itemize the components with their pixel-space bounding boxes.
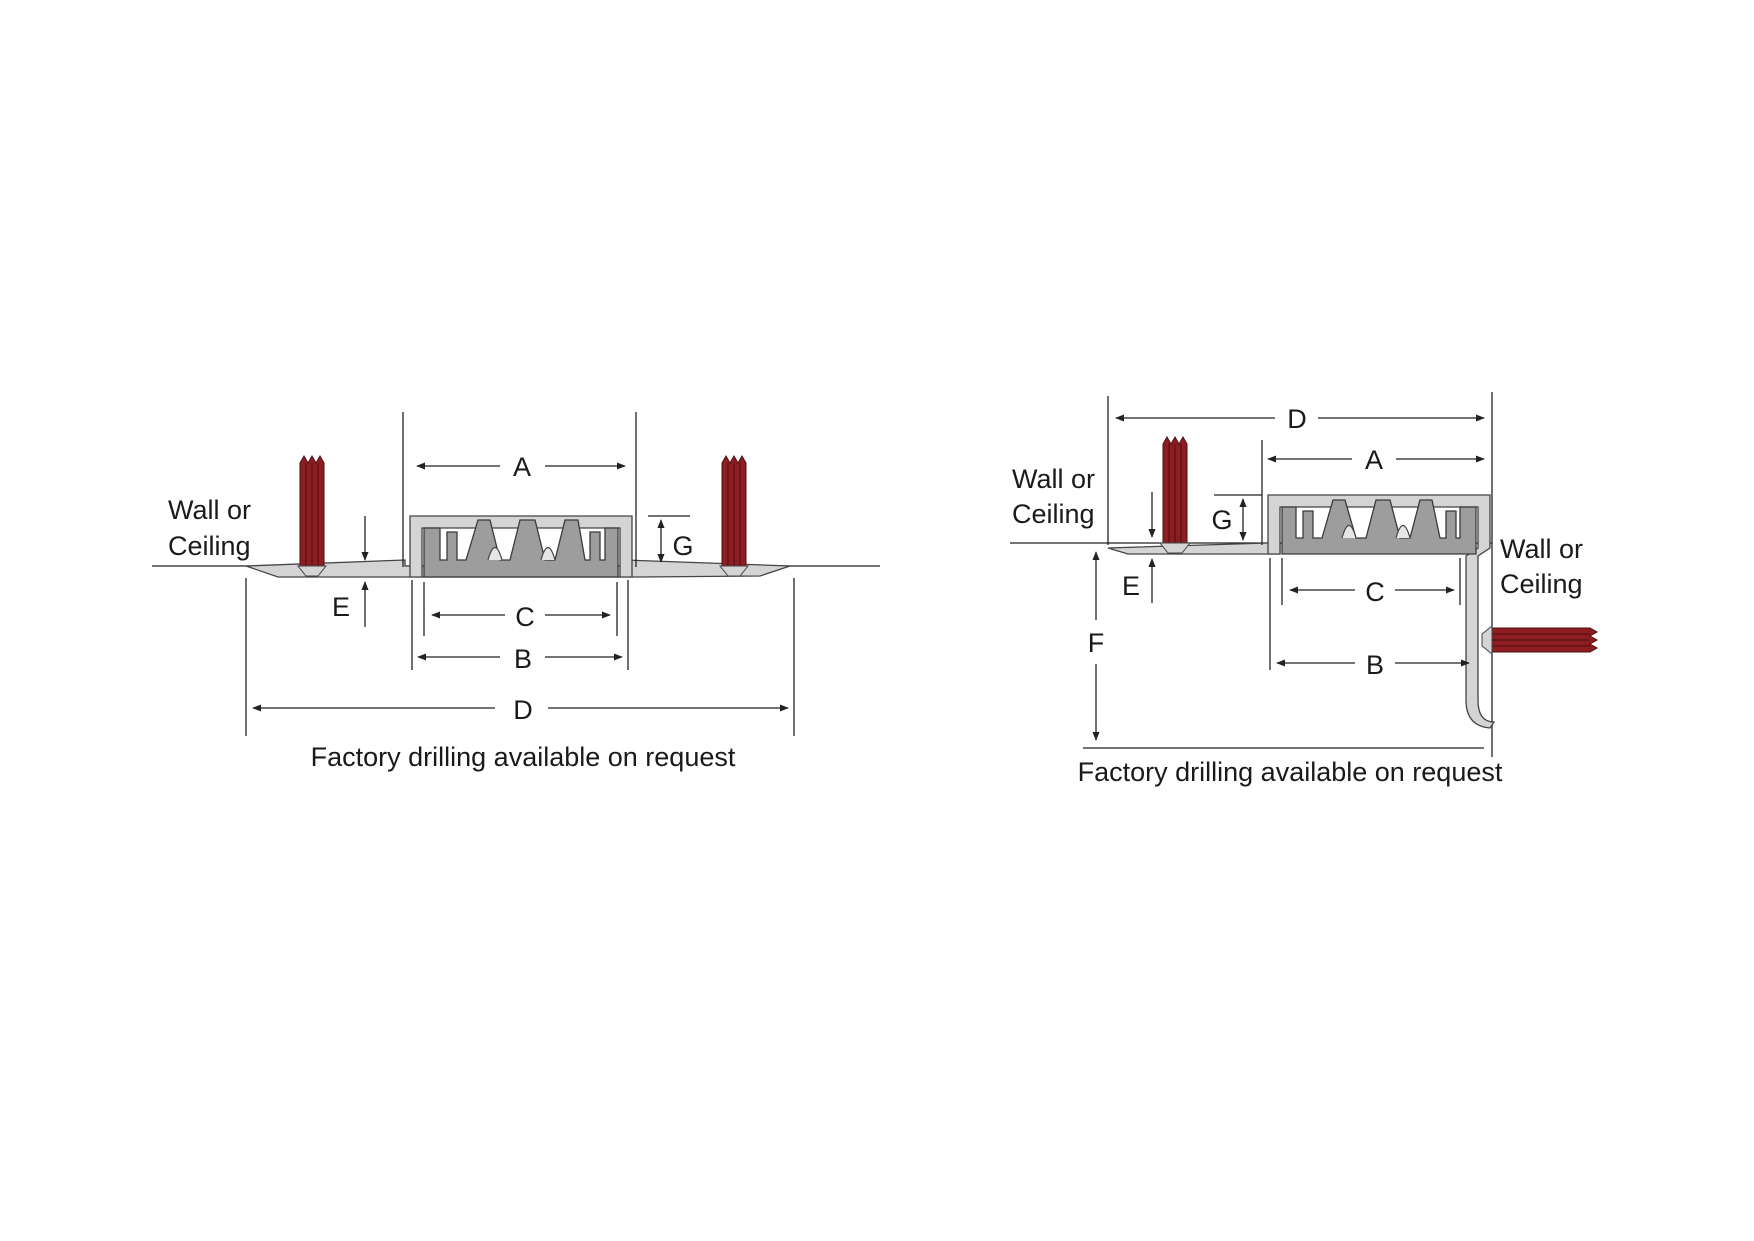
- dim-label-b: B: [514, 644, 532, 674]
- wall-label-top-line2: Ceiling: [1012, 499, 1095, 529]
- seal-bulb: [1395, 524, 1411, 539]
- right-seal-insert: [1281, 499, 1477, 555]
- wall-label-side-line1: Wall or: [1500, 534, 1583, 564]
- dim-label-f: F: [1088, 628, 1105, 658]
- factory-drilling-note: Factory drilling available on request: [1078, 757, 1503, 787]
- seal-bulb: [540, 546, 556, 561]
- left-anchor-2: [718, 454, 750, 577]
- dim-label-d: D: [1287, 404, 1307, 434]
- dim-label-e: E: [1122, 571, 1140, 601]
- seal-bulb: [487, 546, 503, 561]
- left-detail: Wall or Ceiling A C B D G E Factory dril…: [152, 412, 880, 772]
- right-detail: Wall or Ceiling Wall or Ceiling D A C B …: [1010, 392, 1599, 787]
- dim-label-b: B: [1366, 650, 1384, 680]
- dim-label-a: A: [1365, 445, 1383, 475]
- dim-label-a: A: [513, 452, 531, 482]
- dim-label-c: C: [515, 602, 535, 632]
- right-frame: [1267, 494, 1496, 729]
- left-anchor-1: [296, 454, 328, 577]
- dim-label-g: G: [672, 531, 693, 561]
- dim-label-e: E: [332, 592, 350, 622]
- right-base-plate: [1107, 542, 1281, 555]
- factory-drilling-note: Factory drilling available on request: [311, 742, 736, 772]
- right-anchor-horizontal: [1481, 624, 1599, 656]
- wall-label-line2: Ceiling: [168, 531, 251, 561]
- left-frame: [409, 515, 633, 578]
- dim-label-c: C: [1365, 577, 1385, 607]
- seal-bulb: [1341, 524, 1357, 539]
- dim-label-d: D: [513, 695, 533, 725]
- wall-label-top-line1: Wall or: [1012, 464, 1095, 494]
- wall-label-line1: Wall or: [168, 495, 251, 525]
- dim-label-g: G: [1211, 505, 1232, 535]
- wall-label-side-line2: Ceiling: [1500, 569, 1583, 599]
- right-anchor-vertical: [1158, 435, 1192, 554]
